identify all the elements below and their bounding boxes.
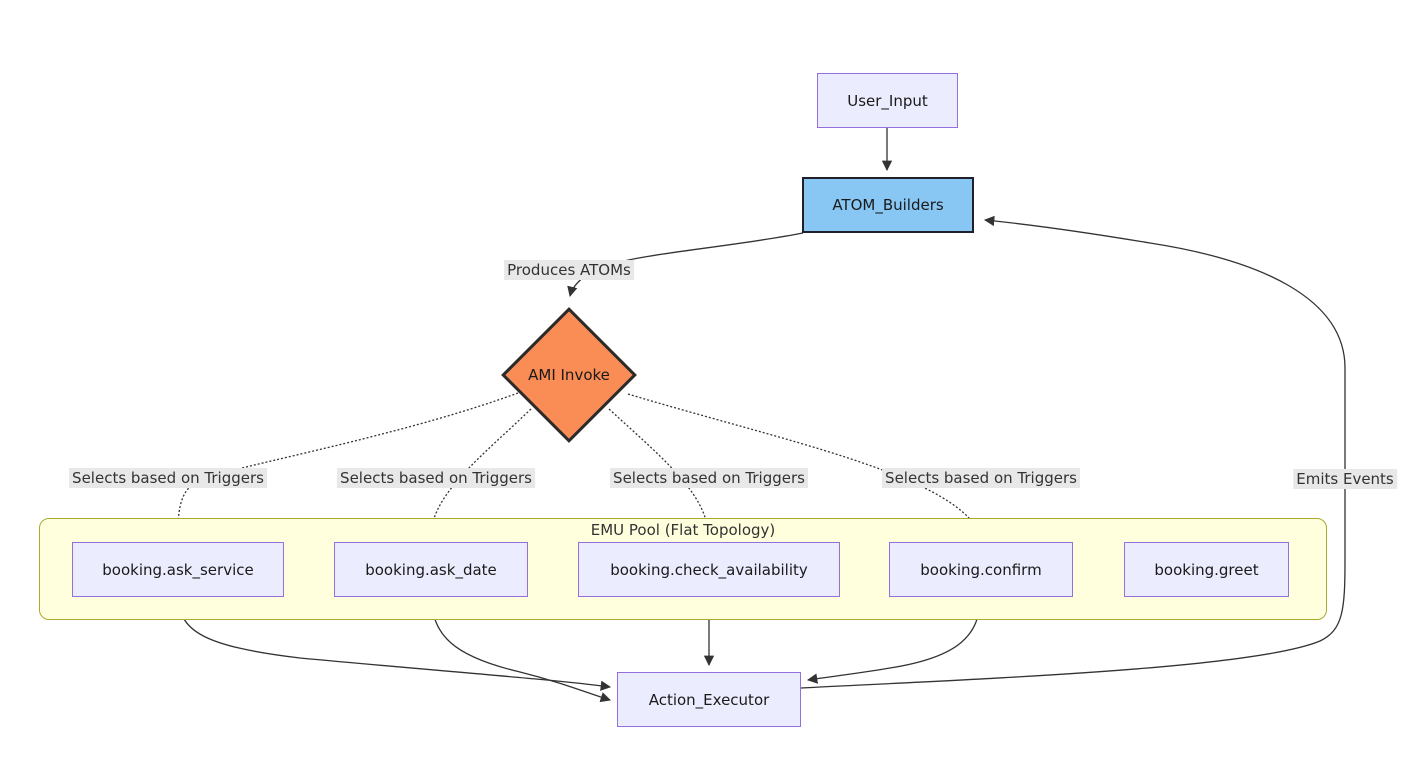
edge-actionexecutor-to-atombuilders bbox=[800, 215, 1346, 689]
node-booking-ask-service: booking.ask_service bbox=[72, 542, 284, 597]
edge-label-selects-triggers-2: Selects based on Triggers bbox=[337, 468, 535, 488]
node-booking-ask-date: booking.ask_date bbox=[334, 542, 528, 597]
node-booking-greet: booking.greet bbox=[1124, 542, 1289, 597]
edge-ask-date-to-actionexecutor bbox=[430, 596, 611, 703]
edge-label-produces-atoms: Produces ATOMs bbox=[504, 260, 634, 280]
node-atom-builders: ATOM_Builders bbox=[802, 177, 974, 233]
edge-label-emits-events: Emits Events bbox=[1293, 469, 1397, 489]
edge-label-selects-triggers-1: Selects based on Triggers bbox=[69, 468, 267, 488]
node-booking-confirm: booking.confirm bbox=[889, 542, 1073, 597]
node-user-input: User_Input bbox=[817, 73, 958, 128]
edge-amiinvoke-to-confirm bbox=[627, 393, 980, 533]
emu-pool-title: EMU Pool (Flat Topology) bbox=[590, 521, 776, 539]
node-ami-invoke-label: AMI Invoke bbox=[528, 366, 610, 384]
node-booking-check-availability: booking.check_availability bbox=[578, 542, 840, 597]
edge-label-selects-triggers-3: Selects based on Triggers bbox=[610, 468, 808, 488]
node-action-executor: Action_Executor bbox=[617, 672, 801, 727]
edge-label-selects-triggers-4: Selects based on Triggers bbox=[882, 468, 1080, 488]
edge-confirm-to-actionexecutor bbox=[806, 596, 982, 684]
edge-amiinvoke-to-ask-service bbox=[172, 392, 519, 534]
